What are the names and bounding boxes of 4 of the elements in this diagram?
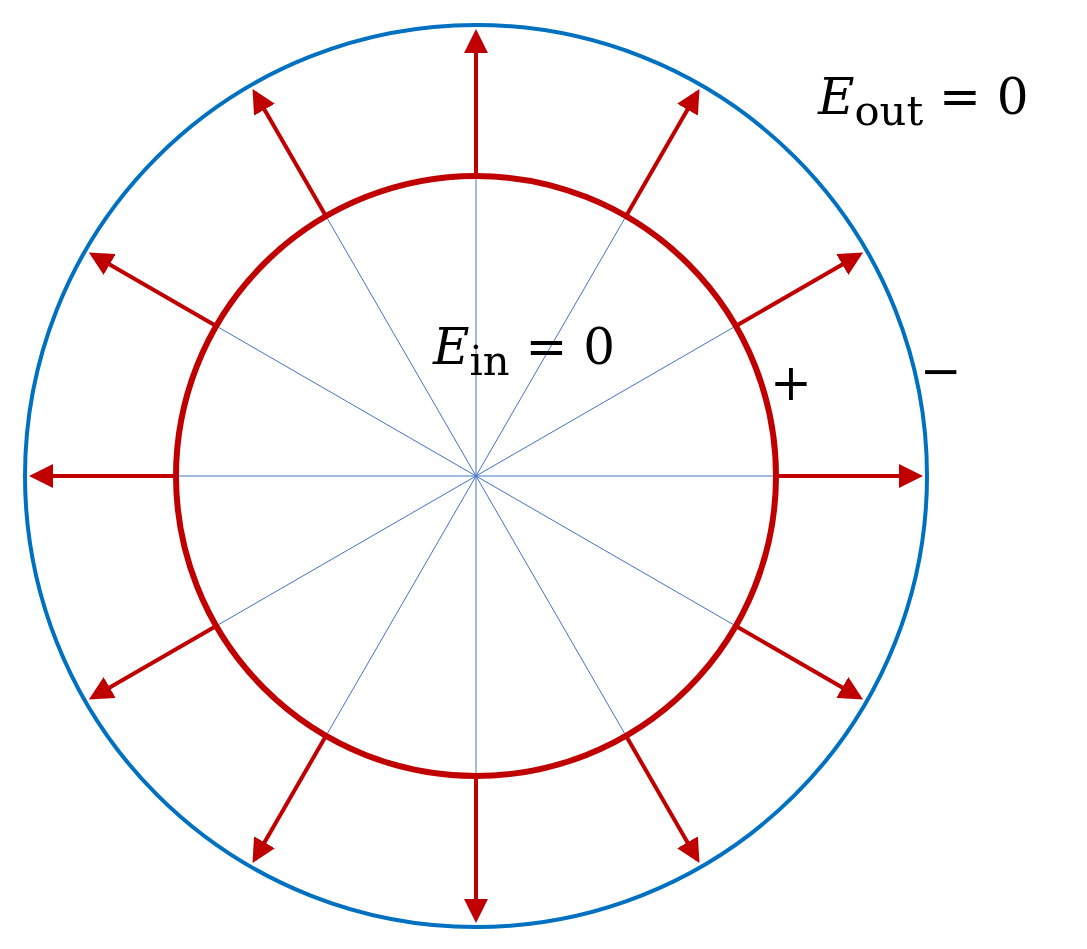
minus-sign: − xyxy=(920,346,962,396)
field-label: E$_{in}$ = 0 xyxy=(433,322,616,382)
field-label: E$_{out}$ = 0 xyxy=(818,72,1029,132)
plus-sign: + xyxy=(770,358,812,408)
